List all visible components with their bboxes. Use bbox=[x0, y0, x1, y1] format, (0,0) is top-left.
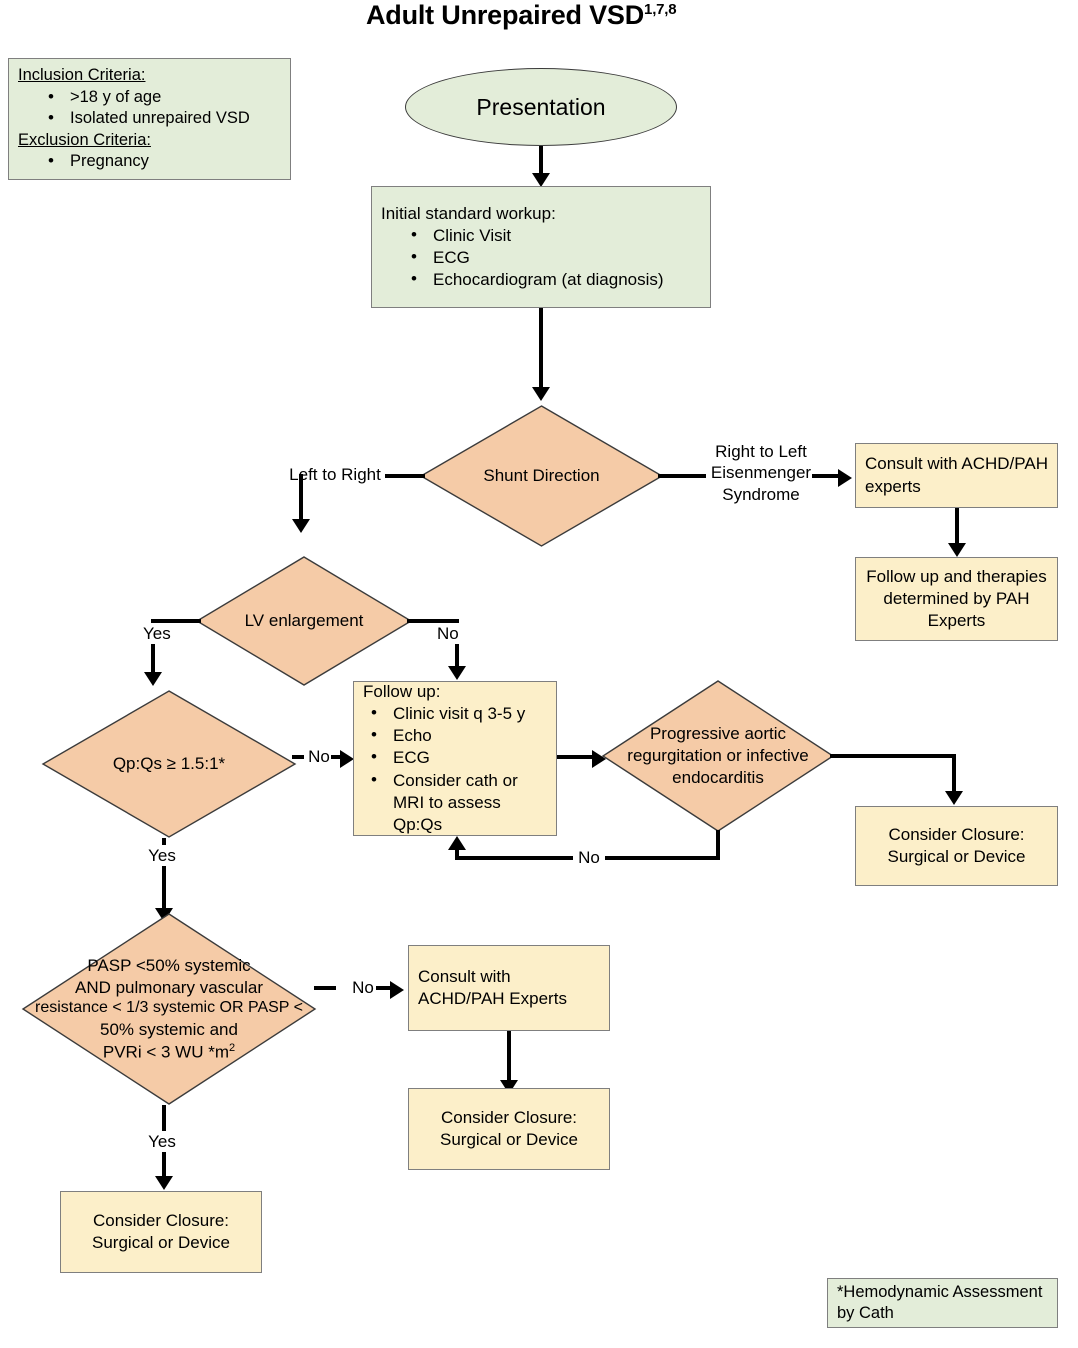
node-consult-achd-pah-experts: Consult with ACHD/PAH experts bbox=[855, 443, 1058, 508]
edge-consult-to-followup-pah bbox=[955, 508, 959, 546]
node-presentation-label: Presentation bbox=[476, 93, 606, 120]
list-item: Clinic visit q 3-5 y bbox=[371, 702, 547, 725]
edge-lv-yes-h bbox=[151, 619, 201, 623]
list-item: >18 y of age bbox=[48, 86, 250, 109]
footnote-box: *Hemodynamic Assessment by Cath bbox=[827, 1278, 1058, 1328]
arrowhead-down bbox=[532, 173, 550, 187]
list-item: Pregnancy bbox=[48, 150, 149, 173]
exclusion-criteria-list: Pregnancy bbox=[18, 150, 149, 173]
followup-list: Clinic visit q 3-5 y Echo ECG Consider c… bbox=[363, 702, 547, 836]
exclusion-criteria-heading: Exclusion Criteria: bbox=[18, 130, 151, 149]
workup-heading: Initial standard workup: bbox=[381, 203, 556, 223]
node-qp-qs bbox=[41, 690, 297, 838]
node-consider-closure-right: Consider Closure: Surgical or Device bbox=[855, 806, 1058, 886]
arrowhead-right bbox=[838, 469, 852, 487]
edge-ar-no-v bbox=[716, 830, 720, 860]
node-lv-enlargement bbox=[195, 556, 413, 686]
workup-list: Clinic Visit ECG Echocardiogram (at diag… bbox=[381, 224, 664, 291]
edge-qpqs-no-h2 bbox=[331, 755, 343, 759]
edge-shunt-right-2 bbox=[812, 474, 842, 478]
edge-shunt-right bbox=[658, 474, 710, 478]
edge-qpqs-yes-v bbox=[162, 838, 166, 916]
consider-closure-mid-label: Consider Closure: Surgical or Device bbox=[440, 1107, 578, 1149]
edge-label-left-to-right: Left to Right bbox=[285, 464, 385, 486]
edge-label-pasp-yes: Yes bbox=[142, 1131, 182, 1153]
page-title: Adult Unrepaired VSD1,7,8 bbox=[366, 0, 677, 31]
list-item: ECG bbox=[371, 746, 547, 769]
consult-achd-pah-experts-mid-label: Consult with ACHD/PAH Experts bbox=[418, 966, 567, 1008]
followup-heading: Follow up: bbox=[363, 682, 441, 702]
edge-label-lv-no: No bbox=[437, 623, 477, 645]
edge-left-to-lv bbox=[299, 474, 303, 522]
edge-shunt-left bbox=[385, 474, 425, 478]
arrowhead-right bbox=[390, 981, 404, 999]
edge-ar-no-up bbox=[455, 848, 459, 860]
inclusion-criteria-heading: Inclusion Criteria: bbox=[18, 66, 146, 85]
node-consult-achd-pah-experts-mid: Consult with ACHD/PAH Experts bbox=[408, 945, 610, 1031]
edge-lv-yes-v bbox=[151, 619, 155, 679]
page-title-superscript: 1,7,8 bbox=[644, 1, 677, 18]
arrowhead-down bbox=[948, 543, 966, 557]
footnote-text: *Hemodynamic Assessment by Cath bbox=[837, 1282, 1043, 1322]
arrowhead-down bbox=[144, 672, 162, 686]
followup-therapies-pah-label: Follow up and therapies determined by PA… bbox=[866, 566, 1047, 631]
arrowhead-down bbox=[155, 1176, 173, 1190]
edge-consult-mid-to-closure bbox=[507, 1031, 511, 1083]
list-item: Echo bbox=[371, 724, 547, 747]
list-item: ECG bbox=[411, 246, 664, 269]
node-consider-closure-mid: Consider Closure: Surgical or Device bbox=[408, 1088, 610, 1170]
edge-ar-yes-h bbox=[830, 754, 956, 758]
list-item: Consider cath or MRI to assess Qp:Qs bbox=[371, 769, 547, 836]
page-title-text: Adult Unrepaired VSD bbox=[366, 0, 645, 30]
arrowhead-down bbox=[448, 666, 466, 680]
node-follow-up: Follow up: Clinic visit q 3-5 y Echo ECG… bbox=[353, 681, 557, 836]
arrowhead-up bbox=[448, 836, 466, 850]
node-shunt-direction bbox=[419, 405, 664, 547]
edge-label-qpqs-yes: Yes bbox=[142, 845, 182, 867]
node-initial-workup: Initial standard workup: Clinic Visit EC… bbox=[371, 186, 711, 308]
edge-pasp-no-h1 bbox=[314, 986, 336, 990]
edge-qpqs-no-h1 bbox=[292, 755, 309, 759]
list-item: Isolated unrepaired VSD bbox=[48, 107, 250, 130]
edge-label-qpqs-no: No bbox=[304, 746, 334, 768]
arrowhead-down bbox=[532, 387, 550, 401]
consider-closure-right-label: Consider Closure: Surgical or Device bbox=[887, 824, 1026, 866]
edge-lv-no-h bbox=[407, 619, 459, 623]
node-followup-therapies-pah: Follow up and therapies determined by PA… bbox=[855, 557, 1058, 641]
edge-label-right-to-left: Right to Left Eisenmenger Syndrome bbox=[706, 441, 816, 505]
node-presentation: Presentation bbox=[405, 68, 677, 146]
arrowhead-down bbox=[945, 791, 963, 805]
node-pasp bbox=[21, 913, 317, 1105]
arrowhead-right bbox=[340, 750, 354, 768]
criteria-box: Inclusion Criteria: >18 y of age Isolate… bbox=[8, 58, 291, 180]
node-progressive-ar bbox=[601, 680, 835, 832]
list-item: Echocardiogram (at diagnosis) bbox=[411, 268, 664, 291]
consult-achd-pah-experts-label: Consult with ACHD/PAH experts bbox=[865, 454, 1048, 496]
edge-label-pasp-no: No bbox=[348, 977, 378, 999]
consider-closure-bottom-label: Consider Closure: Surgical or Device bbox=[92, 1210, 230, 1252]
list-item: Clinic Visit bbox=[411, 224, 664, 247]
arrowhead-down bbox=[292, 519, 310, 533]
edge-label-ar-no: No bbox=[573, 847, 605, 869]
edge-ar-yes-v bbox=[952, 754, 956, 794]
inclusion-criteria-list: >18 y of age Isolated unrepaired VSD bbox=[18, 86, 250, 130]
edge-presentation-to-workup bbox=[539, 146, 543, 176]
edge-label-lv-yes: Yes bbox=[143, 623, 183, 645]
arrowhead-right bbox=[592, 750, 606, 768]
node-consider-closure-bottom: Consider Closure: Surgical or Device bbox=[60, 1191, 262, 1273]
edge-followup-to-ar bbox=[557, 755, 595, 759]
edge-pasp-no-h2 bbox=[376, 986, 392, 990]
edge-workup-to-shunt bbox=[539, 308, 543, 390]
